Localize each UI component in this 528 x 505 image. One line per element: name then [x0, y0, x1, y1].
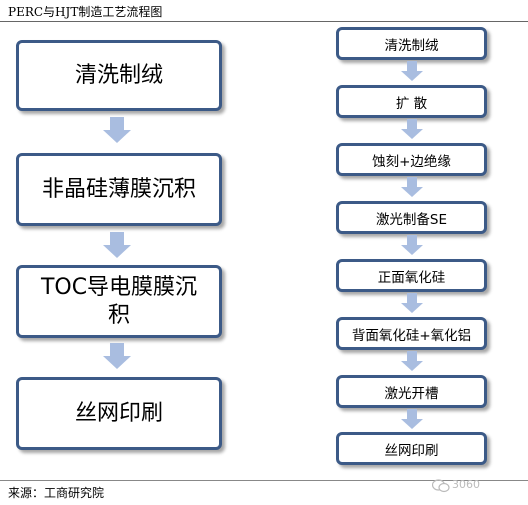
arrow-down-icon [401, 235, 423, 255]
figure-title: PERC与HJT制造工艺流程图 [8, 5, 163, 19]
perc-step-6: 背面氧化硅+氧化铝 [336, 317, 487, 350]
arrow-down-icon [401, 61, 423, 81]
perc-step-2: 扩 散 [336, 85, 487, 118]
watermark-text: 3060 [452, 478, 480, 491]
perc-step-5: 正面氧化硅 [336, 259, 487, 292]
perc-step-3: 蚀刻+边绝缘 [336, 143, 487, 176]
arrow-down-icon [401, 409, 423, 429]
source-note: 来源：工商研究院 [8, 486, 105, 500]
perc-step-7: 激光开槽 [336, 375, 487, 408]
title-rule [0, 21, 528, 22]
arrow-down-icon [401, 293, 423, 313]
arrow-down-icon [103, 232, 131, 258]
arrow-down-icon [401, 351, 423, 371]
arrow-down-icon [103, 343, 131, 369]
hjt-step-2: 非晶硅薄膜沉积 [16, 153, 222, 226]
arrow-down-icon [401, 119, 423, 139]
perc-step-4: 激光制备SE [336, 201, 487, 234]
footer-rule [0, 480, 528, 481]
hjt-step-3: TOC导电膜膜沉积 [16, 265, 222, 338]
wechat-icon [432, 479, 450, 493]
arrow-down-icon [103, 117, 131, 143]
hjt-step-4: 丝网印刷 [16, 377, 222, 450]
hjt-step-1: 清洗制绒 [16, 40, 222, 111]
perc-step-1: 清洗制绒 [336, 27, 487, 60]
arrow-down-icon [401, 177, 423, 197]
perc-step-8: 丝网印刷 [336, 432, 487, 465]
